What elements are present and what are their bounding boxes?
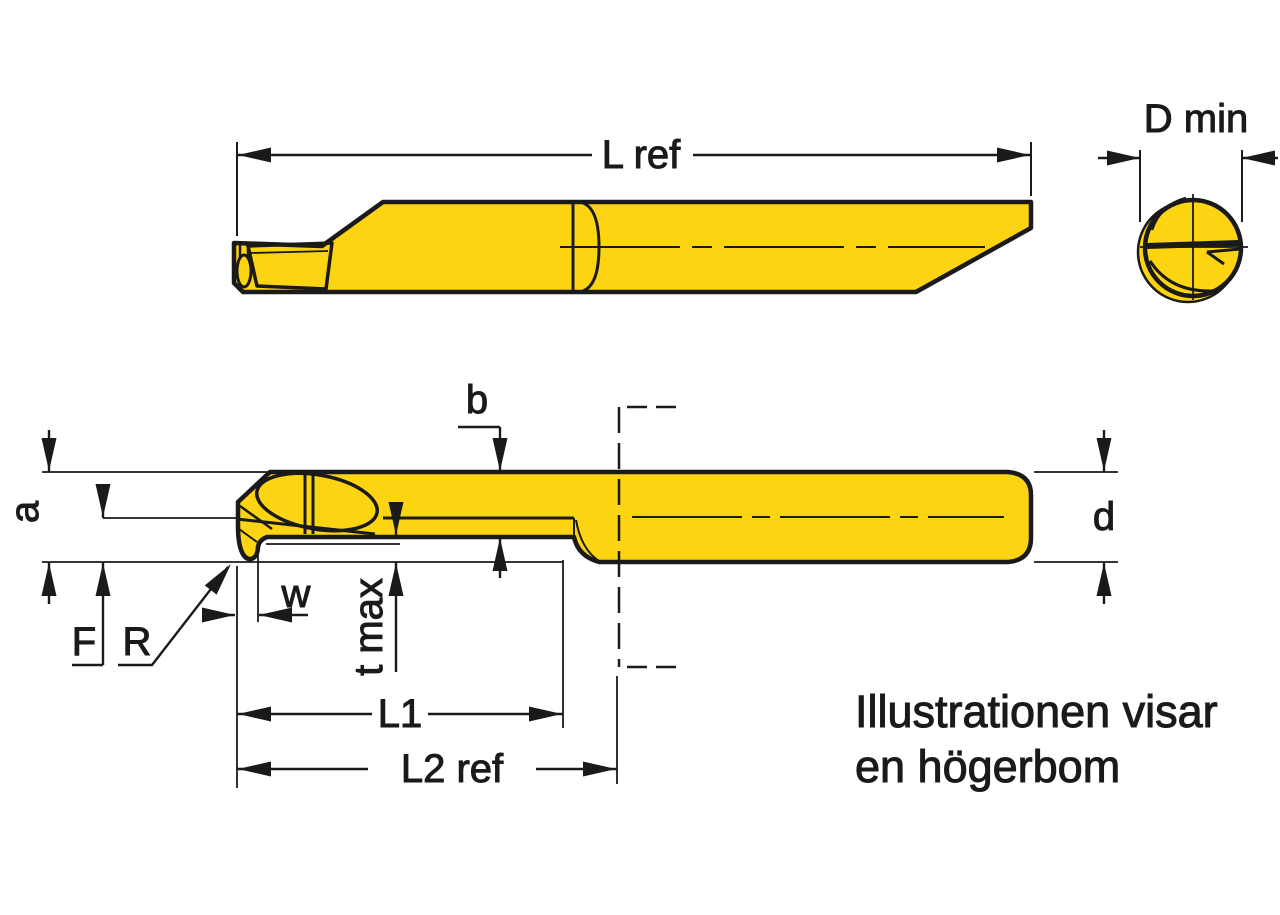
l2-ref-arrow-left bbox=[237, 761, 272, 777]
dim-d-min: D min bbox=[1098, 97, 1278, 222]
dim-l2-ref: L2 ref bbox=[237, 676, 618, 792]
l-ref-label: L ref bbox=[602, 133, 681, 177]
r-label: R bbox=[123, 620, 152, 664]
top-view-tip-insert bbox=[235, 253, 253, 289]
f-arrow-top bbox=[95, 483, 111, 518]
b-arrow-bottom bbox=[492, 537, 508, 572]
l2-ref-label: L2 ref bbox=[401, 747, 504, 791]
end-view-cutting-edge bbox=[1146, 240, 1240, 249]
dim-l1: L1 bbox=[236, 560, 564, 788]
t-max-label: t max bbox=[347, 578, 391, 676]
side-view-head-facet bbox=[239, 504, 273, 531]
dim-r: R bbox=[118, 558, 238, 667]
b-arrow-top bbox=[492, 437, 508, 472]
d-min-arrow-left bbox=[1106, 150, 1141, 166]
end-view bbox=[1136, 194, 1248, 304]
dim-d: d bbox=[1034, 430, 1118, 604]
dim-w: w bbox=[201, 548, 311, 623]
w-arrow-left bbox=[201, 607, 236, 623]
a-arrow-top bbox=[41, 437, 57, 472]
top-view-insert-edge bbox=[250, 250, 329, 254]
caption-line-1: Illustrationen visar bbox=[855, 686, 1218, 737]
caption: Illustrationen visar en högerbom bbox=[855, 686, 1219, 793]
d-arrow-top bbox=[1096, 437, 1112, 472]
l1-label: L1 bbox=[378, 692, 423, 736]
dim-f: F bbox=[71, 483, 111, 667]
side-view-insert-lens bbox=[254, 471, 380, 533]
end-view-inner-arc bbox=[1150, 196, 1187, 231]
drawing-root: L ref D min a F bbox=[3, 97, 1278, 793]
l-ref-arrow-right bbox=[996, 147, 1031, 163]
l1-arrow-right bbox=[528, 706, 563, 722]
f-label: F bbox=[72, 620, 96, 664]
w-label: w bbox=[281, 572, 311, 616]
end-view-insert-wedge bbox=[1206, 247, 1241, 266]
caption-line-2: en högerbom bbox=[855, 741, 1120, 792]
side-view-fillet-echo bbox=[575, 519, 600, 562]
d-min-arrow-right bbox=[1241, 150, 1276, 166]
d-min-extension-lines bbox=[1139, 150, 1243, 222]
dim-a: a bbox=[3, 430, 563, 604]
l2-ref-arrow-right bbox=[582, 761, 617, 777]
d-min-label: D min bbox=[1144, 97, 1248, 141]
side-view-clamp-lines bbox=[303, 472, 315, 534]
a-arrow-bottom bbox=[41, 562, 57, 597]
f-arrow-bottom bbox=[95, 562, 111, 597]
dim-b: b bbox=[458, 378, 508, 578]
l1-arrow-left bbox=[237, 706, 272, 722]
dim-t-max: t max bbox=[347, 501, 404, 676]
top-view-insert-pocket bbox=[246, 241, 334, 291]
side-view bbox=[103, 405, 1034, 669]
end-view-insert-arc bbox=[1148, 260, 1213, 293]
side-view-nose-facet bbox=[238, 528, 258, 543]
dim-l-ref: L ref bbox=[236, 133, 1032, 236]
a-label: a bbox=[3, 500, 47, 523]
l-ref-arrow-left bbox=[237, 147, 272, 163]
r-leader-line bbox=[118, 566, 229, 667]
d-arrow-bottom bbox=[1096, 562, 1112, 597]
b-label: b bbox=[466, 378, 488, 422]
l-ref-extension-lines bbox=[236, 142, 1032, 236]
top-view bbox=[231, 199, 1034, 295]
d-label: d bbox=[1093, 495, 1115, 539]
